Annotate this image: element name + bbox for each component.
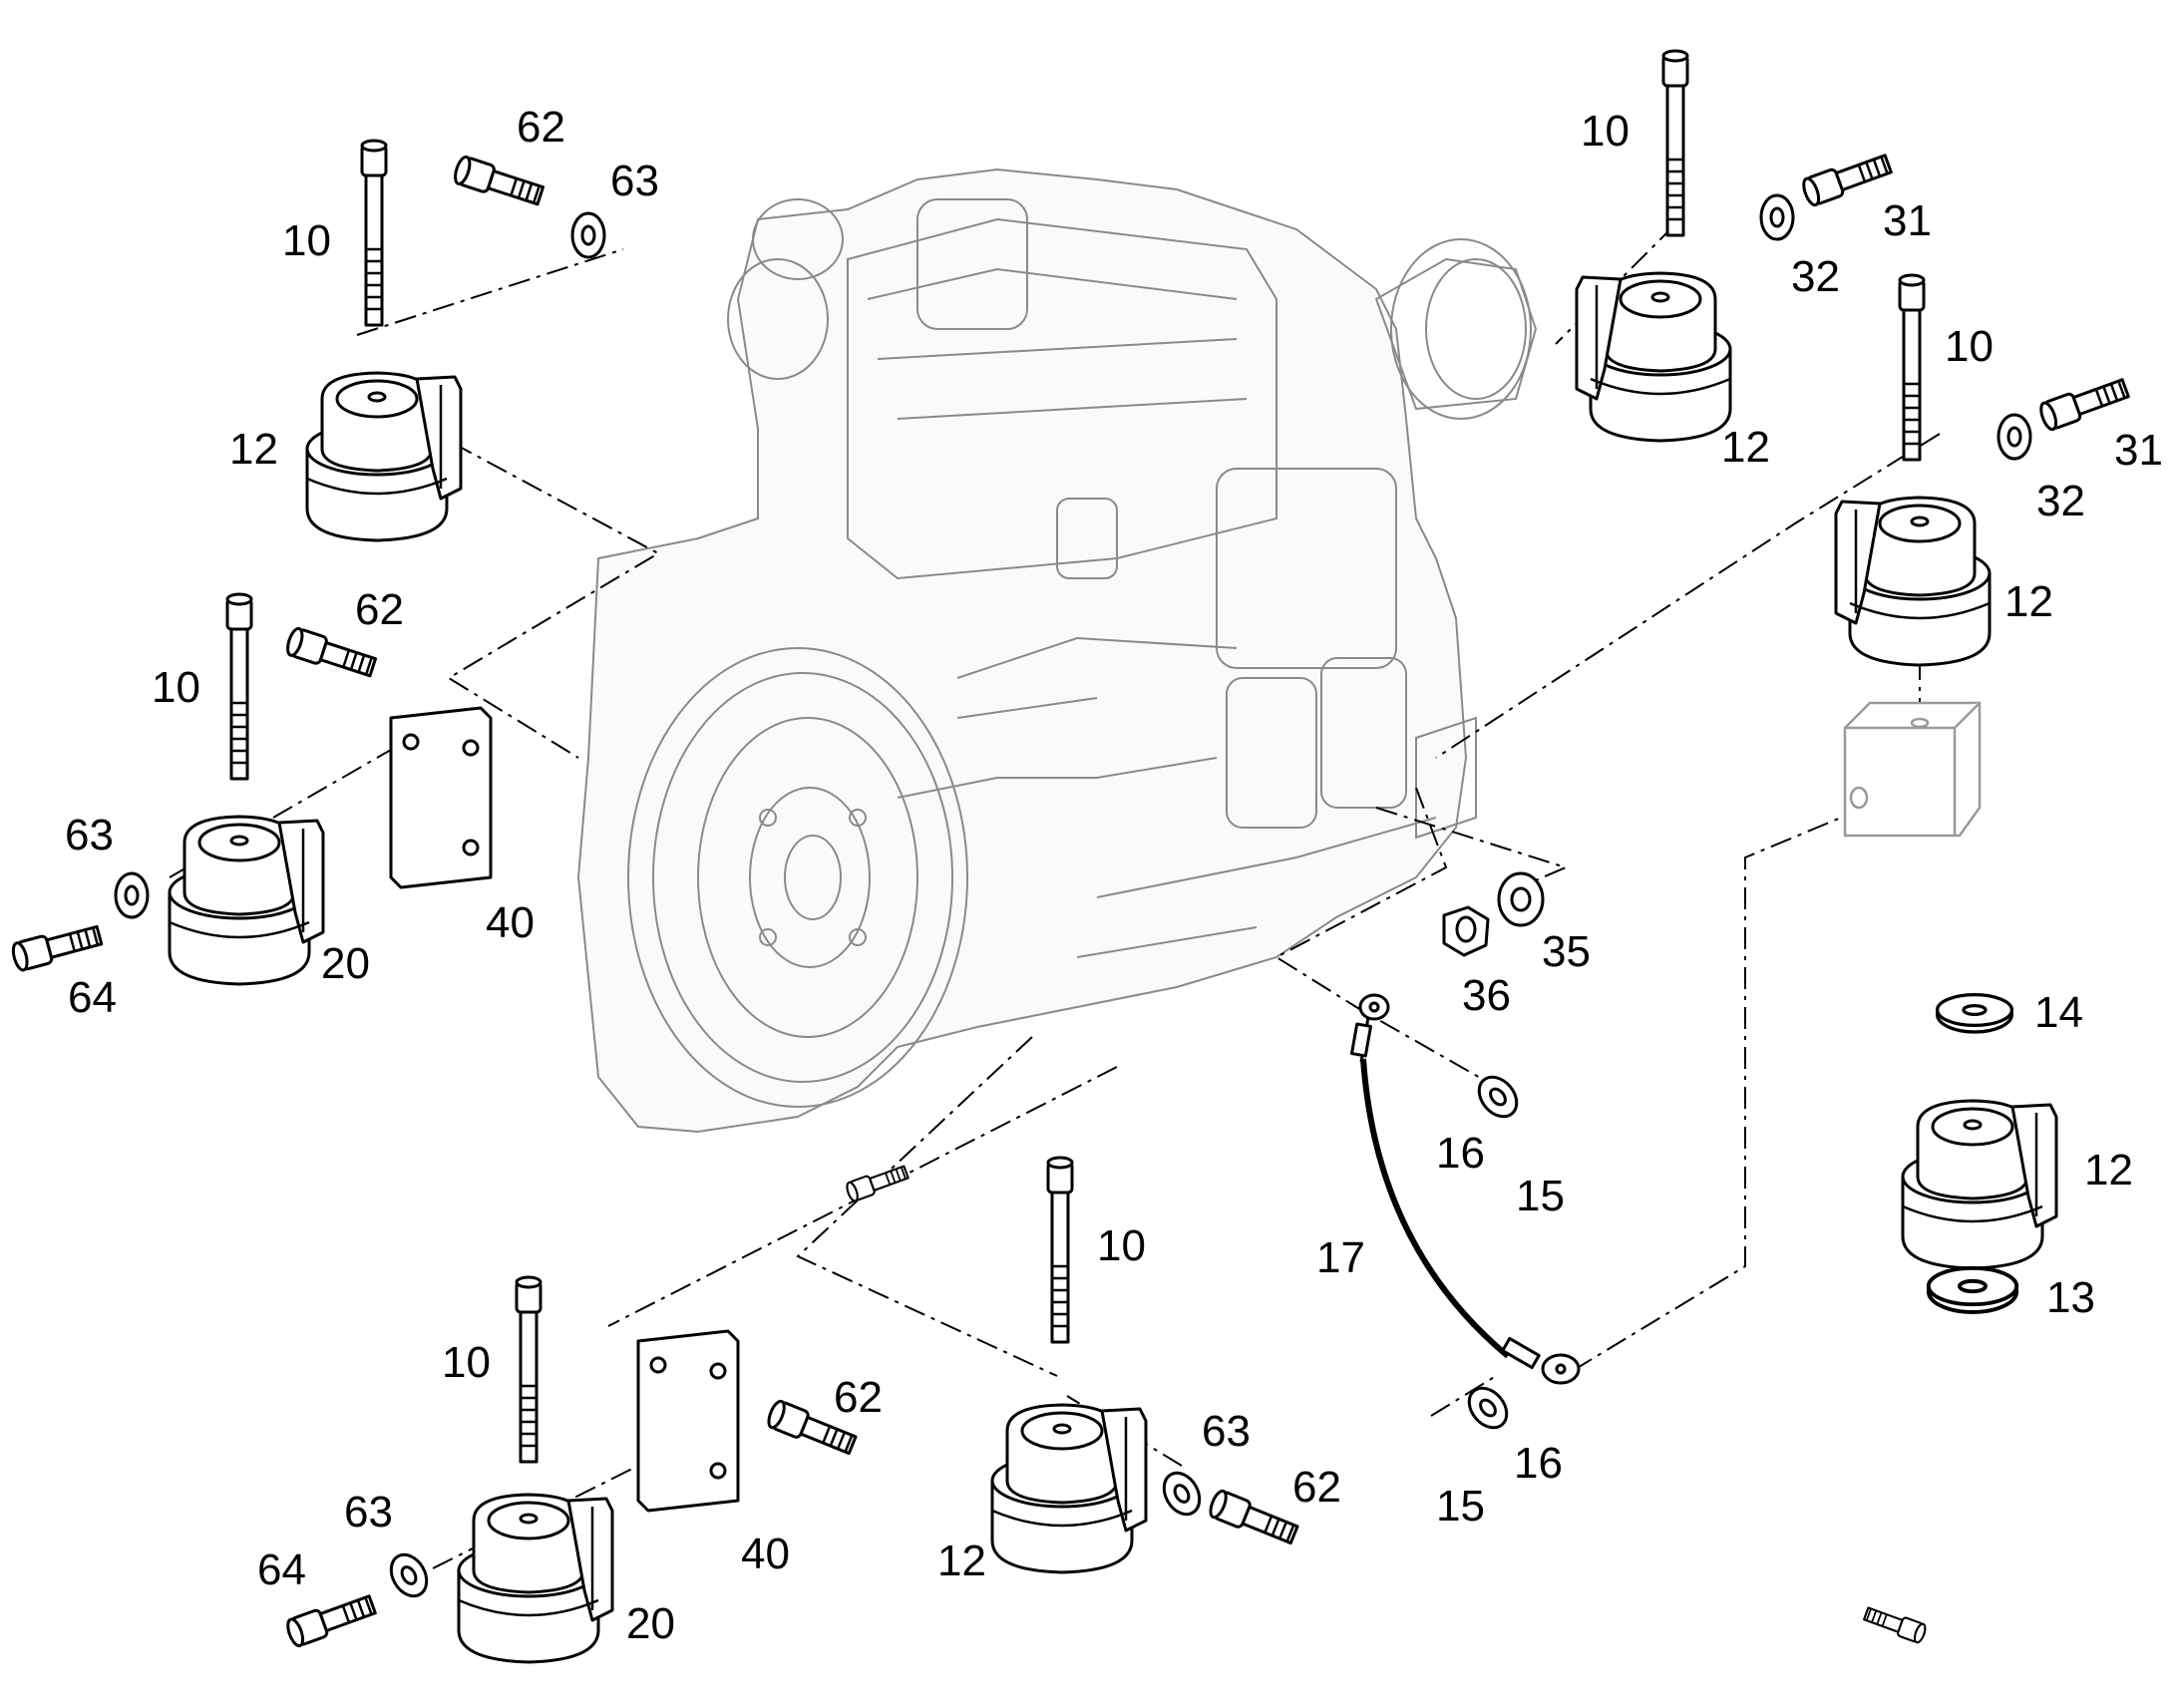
washer-32: [1997, 413, 2032, 461]
callout-31: 31: [1883, 196, 1932, 245]
callout-10: 10: [1581, 107, 1630, 156]
washer-63: [114, 871, 150, 919]
bolt-10: [360, 139, 388, 327]
bracket-40: [389, 706, 493, 889]
callout-20: 20: [626, 1599, 675, 1648]
callout-16: 16: [1514, 1439, 1563, 1488]
callout-16: 16: [1436, 1129, 1485, 1178]
engine-block: [576, 168, 1538, 1134]
washer-63: [382, 1546, 436, 1604]
bolt-10: [1898, 273, 1926, 462]
callout-10: 10: [442, 1338, 491, 1387]
washer-35: [1497, 871, 1545, 927]
bolt-62: [283, 625, 379, 683]
washer-63: [570, 211, 606, 259]
mount-group-far-right: [1901, 992, 2058, 1314]
bolt-62: [1206, 1487, 1301, 1549]
callout-10: 10: [1097, 1221, 1146, 1270]
callout-12: 12: [2084, 1146, 2133, 1195]
bolt-31: [1799, 149, 1895, 209]
callout-62: 62: [834, 1373, 883, 1422]
bolt-15: [844, 1162, 910, 1203]
callout-12: 12: [2004, 577, 2053, 626]
washer-16: [1470, 1068, 1526, 1126]
callout-36: 36: [1462, 971, 1511, 1020]
callout-63: 63: [610, 157, 659, 205]
callout-62: 62: [1292, 1463, 1341, 1512]
engine-mount-20: [168, 815, 325, 986]
callout-15: 15: [1516, 1172, 1565, 1220]
bolt-10: [225, 592, 253, 781]
washer-16: [1460, 1379, 1516, 1437]
callout-labels: 10 62 63 12 62 10 63 64 20 40 10 31 32 1…: [65, 103, 2163, 1648]
ground-strap-group: [844, 993, 1929, 1645]
bolt-31: [2036, 373, 2132, 434]
bolt-15: [1861, 1603, 1929, 1645]
engine-mount-20: [457, 1493, 614, 1664]
callout-32: 32: [2036, 477, 2085, 525]
washer-63: [1155, 1465, 1209, 1523]
callout-14: 14: [2034, 988, 2083, 1037]
ground-strap-17: [1350, 993, 1581, 1385]
callout-32: 32: [1791, 252, 1840, 301]
bolt-64: [283, 1589, 379, 1650]
engine-mount-12: [1901, 1099, 2058, 1270]
engine-mount-12: [305, 371, 463, 542]
callout-63: 63: [344, 1488, 393, 1537]
callout-12: 12: [229, 425, 278, 474]
bolt-10: [1046, 1156, 1074, 1344]
bracket-40: [636, 1329, 740, 1513]
engine-mount-12: [1834, 496, 1992, 667]
engine-mount-12: [990, 1403, 1148, 1574]
callout-62: 62: [355, 585, 404, 634]
washer-32: [1759, 193, 1795, 241]
mount-group-upper-left: [305, 139, 606, 542]
engine-mount-12: [1575, 271, 1732, 443]
callout-63: 63: [65, 811, 114, 859]
bolt-10: [1661, 49, 1689, 237]
washer-14: [1935, 992, 2014, 1034]
callout-64: 64: [257, 1545, 306, 1594]
bolt-10: [515, 1275, 543, 1464]
callout-64: 64: [68, 973, 117, 1022]
nut-washer-group: [1442, 871, 1545, 957]
mount-group-right: [1834, 273, 2132, 838]
mount-block: [1843, 701, 1982, 838]
callout-12: 12: [937, 1537, 986, 1585]
mount-group-middle-left: [9, 592, 493, 986]
callout-40: 40: [741, 1530, 790, 1578]
callout-12: 12: [1721, 423, 1770, 472]
callout-15: 15: [1436, 1482, 1485, 1531]
bolt-62: [451, 154, 546, 211]
callout-10: 10: [152, 663, 200, 712]
callout-10: 10: [1945, 322, 1994, 371]
callout-31: 31: [2114, 426, 2163, 475]
callout-62: 62: [517, 103, 565, 152]
callout-63: 63: [1202, 1407, 1251, 1456]
callout-10: 10: [282, 216, 331, 265]
nut-36: [1442, 905, 1490, 957]
callout-40: 40: [486, 898, 535, 947]
washer-13: [1926, 1265, 2019, 1314]
mount-group-bottom-center: [990, 1156, 1301, 1574]
callout-35: 35: [1542, 927, 1591, 976]
callout-20: 20: [321, 939, 370, 988]
callout-13: 13: [2046, 1273, 2095, 1322]
callout-17: 17: [1316, 1233, 1365, 1282]
bolt-64: [9, 920, 105, 973]
mount-group-bottom-left: [283, 1275, 860, 1664]
